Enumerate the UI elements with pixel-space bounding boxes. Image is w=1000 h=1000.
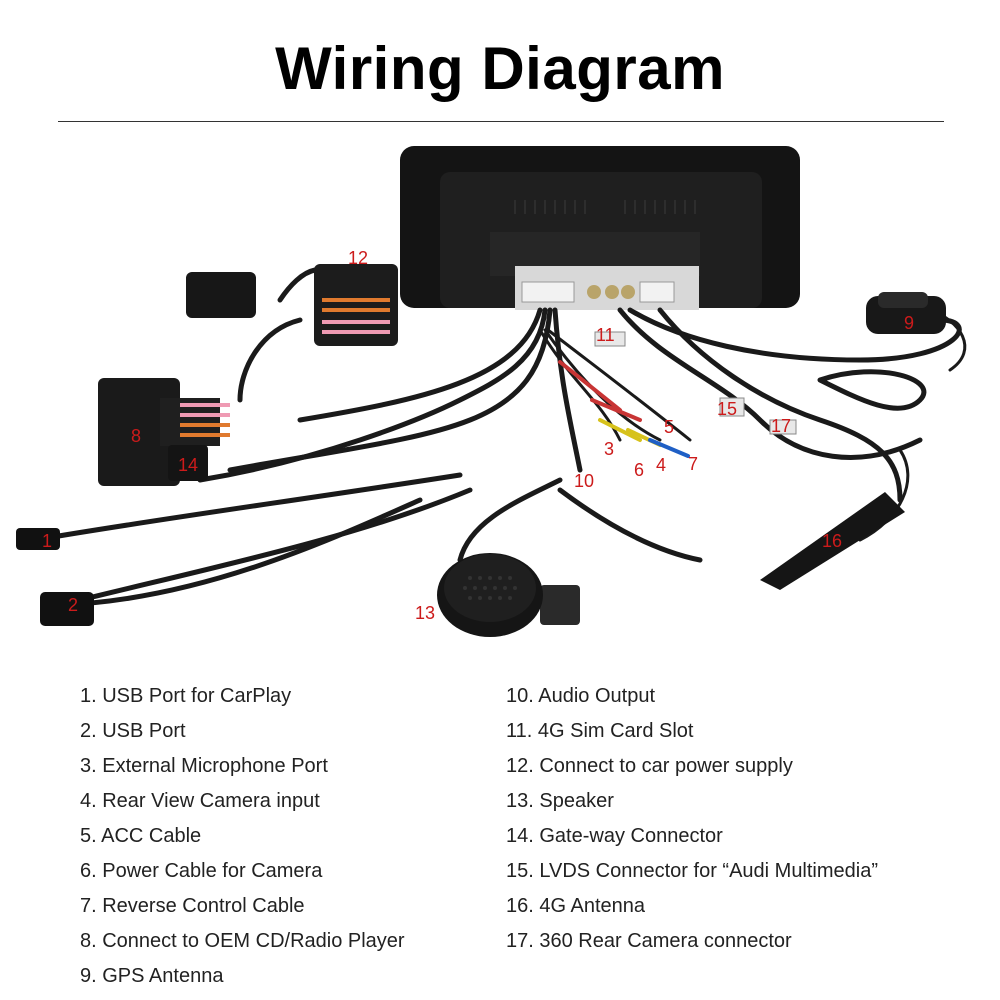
page-title: Wiring Diagram: [275, 35, 725, 102]
legend-item-2: 2. USB Port: [80, 720, 186, 742]
callout-15: 15: [717, 399, 738, 419]
callout-9: 9: [904, 313, 915, 333]
legend-item-7: 7. Reverse Control Cable: [80, 895, 305, 917]
legend-item-15: 15. LVDS Connector for “Audi Multimedia”: [506, 860, 879, 882]
legend-item-10: 10. Audio Output: [506, 685, 656, 707]
title-divider: [58, 121, 944, 122]
callout-1: 1: [42, 531, 53, 551]
callout-8: 8: [131, 426, 142, 446]
legend-item-16: 16. 4G Antenna: [506, 895, 646, 917]
legend-item-4: 4. Rear View Camera input: [80, 790, 320, 812]
legend-item-3: 3. External Microphone Port: [80, 755, 328, 777]
callout-6: 6: [634, 460, 645, 480]
camera-wires: [558, 360, 690, 458]
right-connectors: [594, 331, 797, 435]
legend-left: 1. USB Port for CarPlay 2. USB Port 3. E…: [80, 679, 405, 994]
callout-2: 2: [68, 595, 79, 615]
callout-10: 10: [574, 471, 595, 491]
callout-5: 5: [664, 417, 675, 437]
callout-3: 3: [604, 439, 615, 459]
callout-13: 13: [415, 603, 436, 623]
legend-item-14: 14. Gate-way Connector: [506, 825, 723, 847]
legend-item-1: 1. USB Port for CarPlay: [80, 685, 292, 707]
legend-item-13: 13. Speaker: [506, 790, 614, 812]
legend-item-8: 8. Connect to OEM CD/Radio Player: [80, 930, 405, 952]
callout-12: 12: [348, 248, 369, 268]
gps-antenna: [866, 292, 946, 334]
legend-right: 10. Audio Output 11. 4G Sim Card Slot 12…: [506, 679, 878, 959]
power-harness: [186, 264, 398, 346]
callout-14: 14: [178, 455, 199, 475]
oem-radio-connector: [98, 378, 230, 486]
legend-item-6: 6. Power Cable for Camera: [80, 860, 323, 882]
legend-item-9: 9. GPS Antenna: [80, 965, 224, 987]
legend-item-11: 11. 4G Sim Card Slot: [506, 720, 694, 742]
4g-antenna: [760, 492, 905, 590]
legend-item-12: 12. Connect to car power supply: [506, 755, 793, 777]
wiring-photo: [16, 146, 967, 637]
callout-4: 4: [656, 455, 667, 475]
head-unit: [400, 146, 800, 310]
callout-11: 11: [596, 325, 615, 345]
callout-17: 17: [771, 416, 792, 436]
legend-item-5: 5. ACC Cable: [80, 825, 202, 847]
speaker: [437, 553, 580, 637]
callout-7: 7: [688, 454, 699, 474]
callout-16: 16: [822, 531, 843, 551]
usb-plugs: [16, 528, 94, 626]
legend-item-17: 17. 360 Rear Camera connector: [506, 930, 792, 952]
